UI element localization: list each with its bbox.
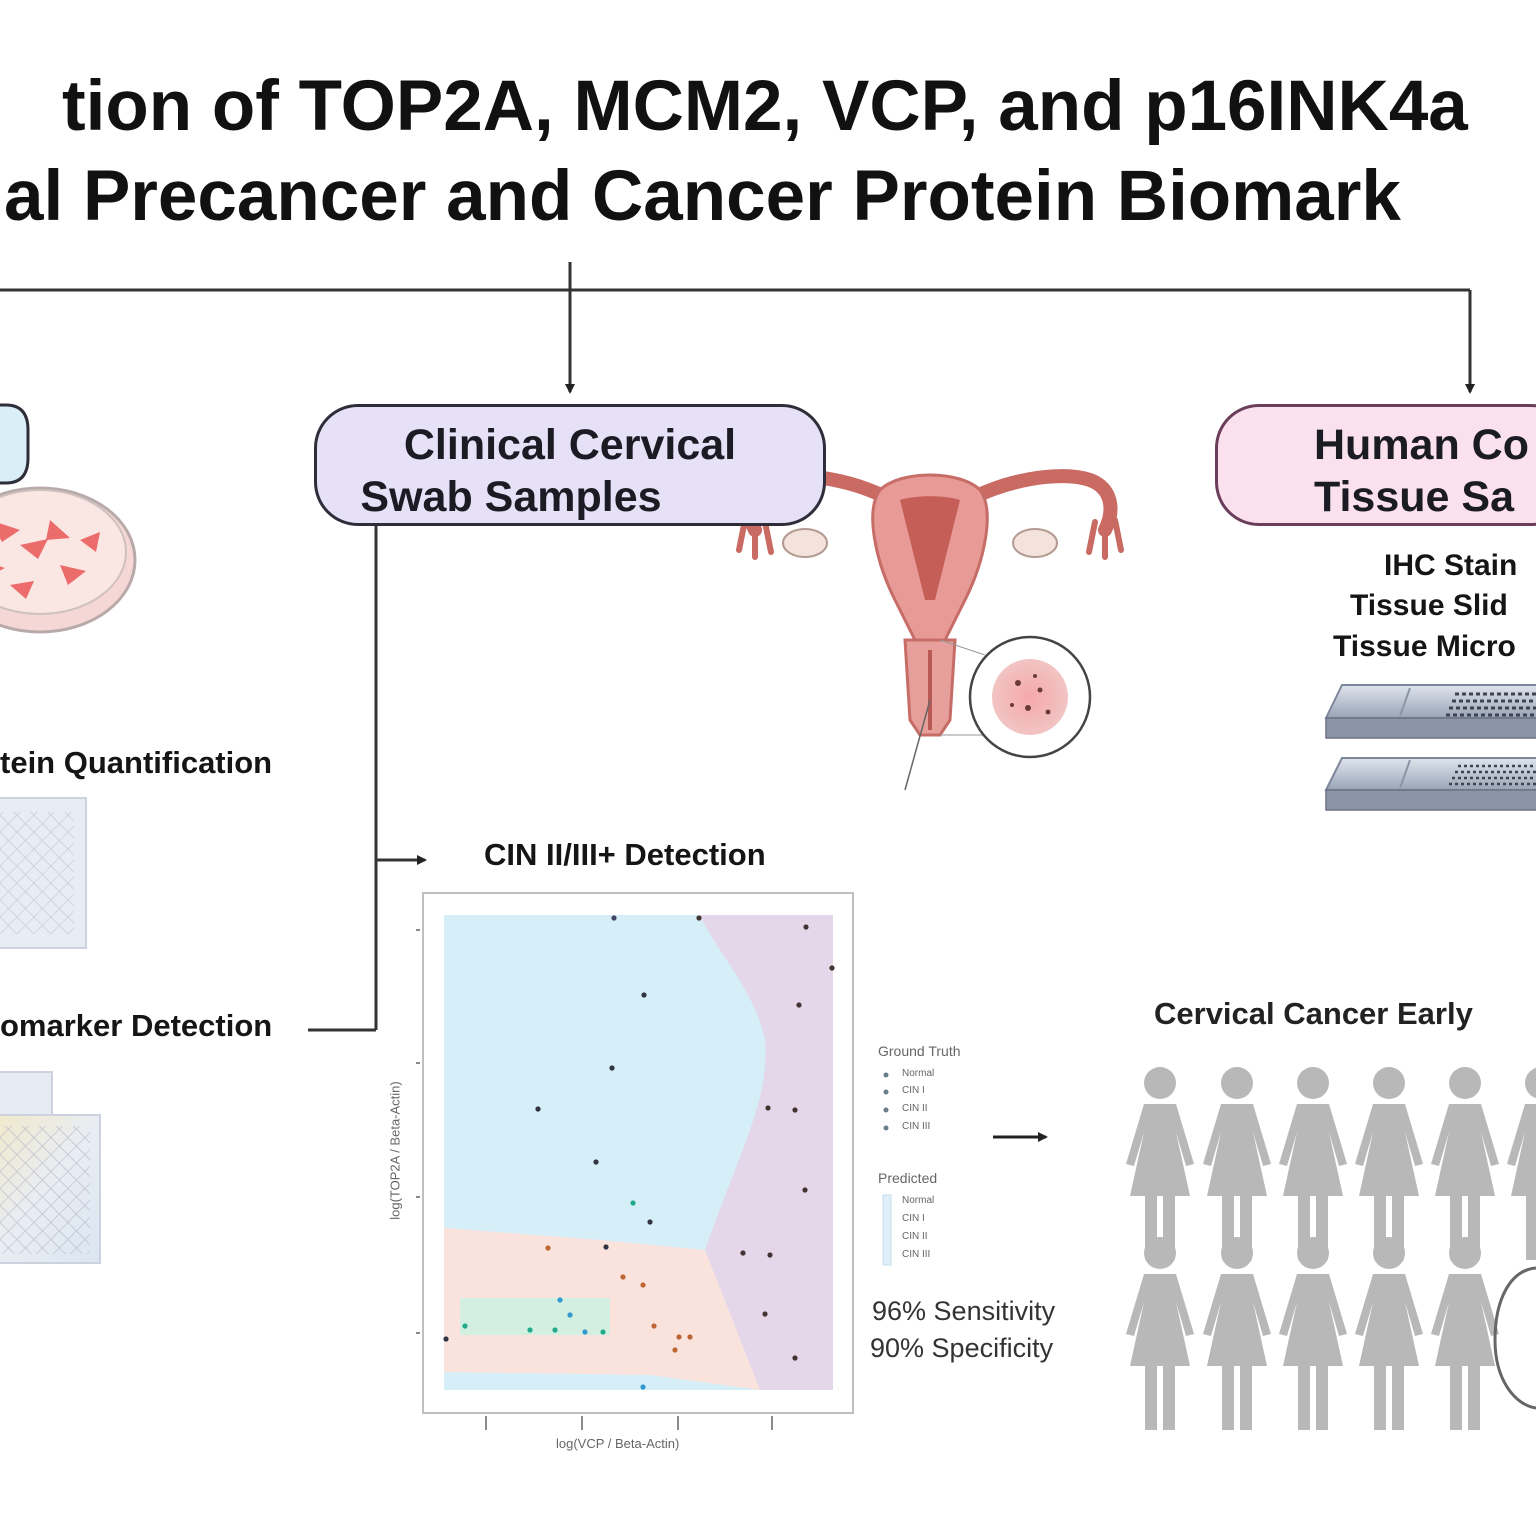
plot-point bbox=[792, 1107, 798, 1113]
person-icon bbox=[1279, 1067, 1347, 1260]
title-line-1: tion of TOP2A, MCM2, VCP, and p16INK4a bbox=[62, 67, 1468, 146]
plot-point bbox=[630, 1200, 636, 1206]
tissue-slide-2 bbox=[1324, 757, 1536, 811]
plot-point bbox=[672, 1347, 678, 1353]
plot-point bbox=[829, 965, 835, 971]
legend-truth-item-cin3: CIN III bbox=[902, 1121, 931, 1132]
plot-point bbox=[762, 1311, 768, 1317]
specificity-text: 90% Specificity bbox=[870, 1333, 1054, 1363]
plot-point bbox=[552, 1327, 558, 1333]
plot-point bbox=[582, 1329, 588, 1335]
protein-quantification-label: tein Quantification bbox=[0, 745, 273, 780]
person-icon bbox=[1203, 1067, 1271, 1260]
uterus-illustration bbox=[736, 469, 1124, 791]
tissue-slide-icons bbox=[1324, 684, 1536, 811]
population-figures bbox=[1126, 1067, 1536, 1430]
early-detection-label: Cervical Cancer Early bbox=[1154, 996, 1473, 1031]
plot-point bbox=[796, 1002, 802, 1008]
legend-pred-item-cin2: CIN II bbox=[902, 1231, 928, 1242]
ihc-line-3: Tissue Micro bbox=[1333, 630, 1516, 663]
swab-box-line-1: Clinical Cervical bbox=[403, 421, 737, 469]
person-icon bbox=[1431, 1237, 1499, 1430]
plot-point bbox=[696, 915, 702, 921]
decision-boundary-plot bbox=[416, 892, 854, 1430]
person-icon bbox=[1355, 1237, 1423, 1430]
plot-point bbox=[641, 992, 647, 998]
plot-point bbox=[676, 1334, 682, 1340]
plot-point bbox=[620, 1274, 626, 1280]
tissue-box-line-2: Tissue Sa bbox=[1314, 473, 1514, 521]
plot-point bbox=[603, 1244, 609, 1250]
tissue-samples-box: Human Co Tissue Sa bbox=[1215, 404, 1536, 526]
legend-truth-title: Ground Truth bbox=[878, 1043, 961, 1059]
plot-point bbox=[600, 1329, 606, 1335]
plot-point bbox=[802, 1187, 808, 1193]
plot-point bbox=[792, 1355, 798, 1361]
plot-point bbox=[545, 1245, 551, 1251]
plot-legend bbox=[882, 1072, 892, 1266]
cell-culture-box-partial bbox=[0, 403, 30, 485]
ihc-line-1: IHC Stain bbox=[1384, 549, 1518, 582]
plot-point bbox=[535, 1106, 541, 1112]
plot-point bbox=[611, 915, 617, 921]
plot-ylabel: log(TOP2A / Beta-Actin) bbox=[387, 1081, 403, 1220]
tissue-slide-1 bbox=[1324, 684, 1536, 739]
person-icon bbox=[1355, 1067, 1423, 1260]
legend-truth-item-normal: Normal bbox=[902, 1068, 935, 1079]
plot-point bbox=[765, 1105, 771, 1111]
ihc-line-2: Tissue Slid bbox=[1350, 589, 1508, 622]
plot-title: CIN II/III+ Detection bbox=[484, 837, 766, 872]
plot-point bbox=[609, 1065, 615, 1071]
plot-point bbox=[557, 1297, 563, 1303]
plot-point bbox=[567, 1312, 573, 1318]
detected-case-highlight bbox=[1493, 1266, 1536, 1410]
region-cin1 bbox=[460, 1298, 610, 1335]
plot-xlabel: log(VCP / Beta-Actin) bbox=[556, 1436, 680, 1451]
plot-point bbox=[740, 1250, 746, 1256]
person-icon bbox=[1203, 1237, 1271, 1430]
petri-dish-icon bbox=[0, 486, 137, 634]
legend-pred-item-cin3: CIN III bbox=[902, 1249, 931, 1260]
plot-point bbox=[593, 1159, 599, 1165]
plot-point bbox=[527, 1327, 533, 1333]
tissue-box-line-1: Human Co bbox=[1314, 421, 1529, 469]
person-icon bbox=[1279, 1237, 1347, 1430]
person-icon bbox=[1126, 1237, 1194, 1430]
elisa-plate-icon bbox=[0, 797, 87, 949]
swab-connector bbox=[308, 525, 427, 1032]
top-connector bbox=[0, 262, 1475, 394]
sensitivity-text: 96% Sensitivity bbox=[872, 1296, 1056, 1326]
plot-point bbox=[640, 1384, 646, 1390]
western-plate-icon bbox=[0, 1071, 101, 1264]
legend-truth-item-cin2: CIN II bbox=[902, 1103, 928, 1114]
legend-truth-item-cin1: CIN I bbox=[902, 1085, 925, 1096]
plot-point bbox=[640, 1282, 646, 1288]
swab-box-line-2: Swab Samples bbox=[360, 473, 662, 521]
swab-samples-box: Clinical Cervical Swab Samples bbox=[314, 404, 826, 526]
person-icon bbox=[1126, 1067, 1194, 1260]
plot-point bbox=[651, 1323, 657, 1329]
legend-pred-title: Predicted bbox=[878, 1170, 938, 1186]
plot-point bbox=[462, 1323, 468, 1329]
plot-point bbox=[687, 1334, 693, 1340]
plot-point bbox=[803, 924, 809, 930]
title-line-2: al Precancer and Cancer Protein Biomark bbox=[4, 157, 1401, 236]
region-cin3 bbox=[700, 915, 833, 1390]
legend-pred-item-normal: Normal bbox=[902, 1195, 935, 1206]
plot-point bbox=[647, 1219, 653, 1225]
person-icon bbox=[1507, 1067, 1536, 1260]
biomarker-detection-label: omarker Detection bbox=[0, 1008, 273, 1043]
plot-point bbox=[443, 1336, 449, 1342]
plot-point bbox=[767, 1252, 773, 1258]
person-icon bbox=[1431, 1067, 1499, 1260]
legend-pred-item-cin1: CIN I bbox=[902, 1213, 925, 1224]
